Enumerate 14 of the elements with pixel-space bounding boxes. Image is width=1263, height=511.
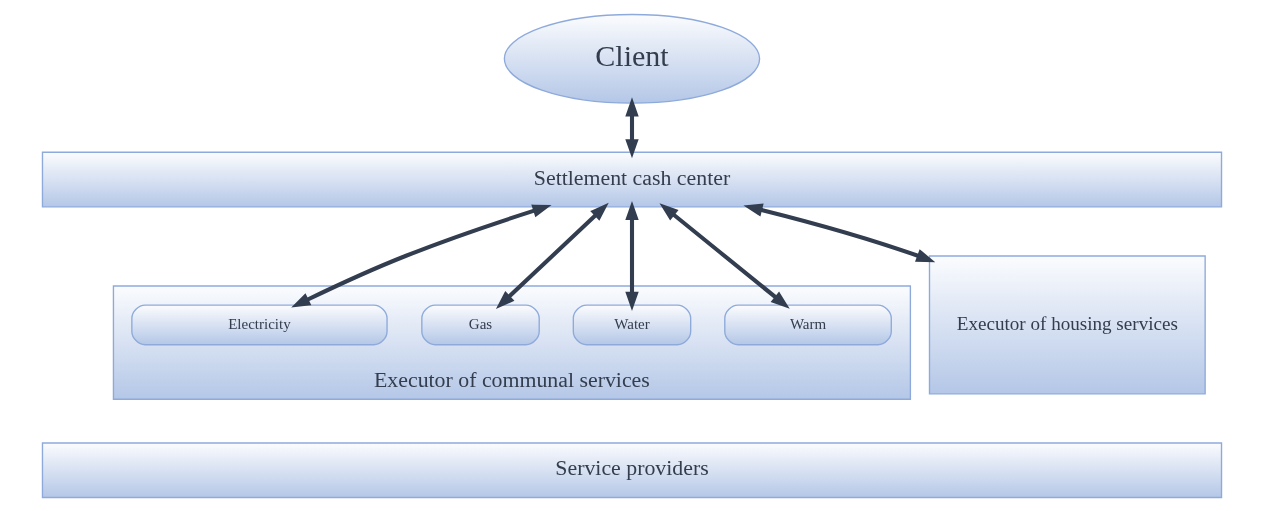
arrow — [659, 202, 790, 309]
node-box: Warm — [723, 303, 892, 345]
node-box: Settlement cash center — [41, 151, 1222, 208]
arrow — [624, 200, 639, 311]
arrow — [624, 96, 639, 158]
node-box: Gas — [420, 303, 540, 345]
arrow — [495, 202, 609, 309]
node-box: Service providers — [41, 441, 1222, 498]
arrow — [742, 203, 935, 262]
node-box: Electricity — [130, 303, 388, 345]
node-box: Executor of housing services — [928, 254, 1206, 394]
node-ellipse: Client — [503, 13, 760, 104]
node-box: Water — [572, 303, 691, 345]
arrow — [290, 204, 552, 308]
